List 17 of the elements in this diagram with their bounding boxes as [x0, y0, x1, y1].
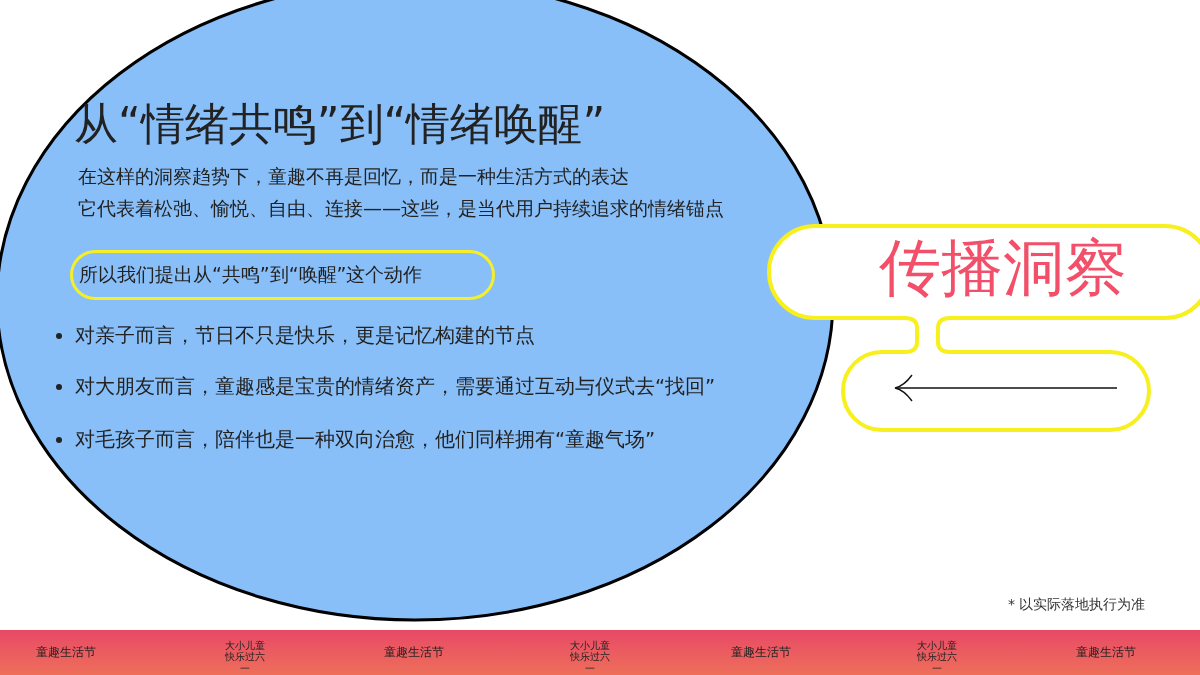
bullet-text: 对亲子而言，节日不只是快乐，更是记忆构建的节点 [75, 324, 535, 348]
heading-text: 从“情绪共鸣”到“情绪唤醒” [74, 98, 606, 151]
highlight-text: 所以我们提出从“共鸣”到“唤醒”这个动作 [79, 263, 423, 286]
bullet-text: 对大朋友而言，童趣感是宝贵的情绪资产，需要通过互动与仪式去“找回” [75, 375, 716, 399]
footer-text: 童趣生活节 [730, 646, 791, 660]
footer-text: 童趣生活节 [35, 646, 96, 660]
footer-text: 童趣生活节 [1075, 646, 1136, 660]
footer-slogan: 大小儿童快乐过六一 [224, 640, 266, 675]
highlight-pill [70, 250, 495, 300]
bullet-text: 对毛孩子而言，陪伴也是一种双向治愈，他们同样拥有“童趣气场” [75, 428, 656, 452]
footer-slogan: 大小儿童快乐过六一 [569, 640, 611, 675]
section-title: 传播洞察 [879, 232, 1127, 304]
body-text: 它代表着松弛、愉悦、自由、连接——这些，是当代用户持续追求的情绪锚点 [78, 197, 724, 220]
footnote-text: * 以实际落地执行为准 [1008, 596, 1146, 613]
body-text: 在这样的洞察趋势下，童趣不再是回忆，而是一种生活方式的表达 [78, 165, 629, 188]
footer-text: 童趣生活节 [383, 646, 444, 660]
footer-slogan: 大小儿童快乐过六一 [916, 640, 958, 675]
